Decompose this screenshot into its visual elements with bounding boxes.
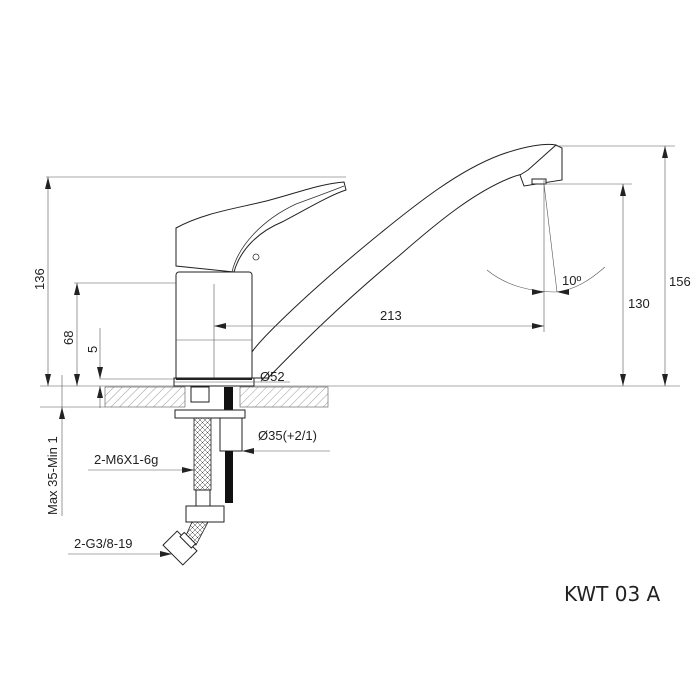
swivel-arc [486,266,606,293]
arrow-hose-thread [182,467,194,473]
arrow-156-bottom [662,374,668,386]
total-height-label: 156 [669,274,691,289]
hole-diameter-label: Ø35(+2/1) [258,428,317,443]
swivel-label: 10º [562,273,581,288]
swivel-arrow-left [532,289,544,295]
braided-hose [193,417,212,491]
arrow-136-bottom [45,374,51,386]
threaded-rod-lower [225,451,233,503]
arrow-5-top [97,367,103,379]
countertop-thickness-label: Max 35-Min 1 [45,436,60,515]
mounting-plate [174,409,246,419]
reach-arrow-right [532,323,544,329]
swivel-line [543,183,558,293]
connection-thread-label: 2-G3/8-19 [74,536,133,551]
arrow-connection-thread [160,551,172,557]
stud [190,386,210,403]
arrow-130-top [620,184,626,196]
arrow-hole [242,448,254,454]
arrow-5-bottom [97,386,103,398]
hose-thread-label: 2-M6X1-6g [94,452,158,467]
connection-fitting [162,530,198,566]
spout [251,143,561,379]
lever-contour [231,185,345,273]
arrow-136-top [45,177,51,189]
arrow-68-bottom [74,374,80,386]
swivel-arrow-right [557,289,569,295]
reach-arrow-left [214,323,226,329]
model-label: KWT 03 A [564,582,661,606]
hose-ferrule [195,489,211,507]
reach-label: 213 [380,308,402,323]
arrow-68-top [74,283,80,295]
arrow-130-bottom [620,374,626,386]
body-height-label: 68 [61,331,76,345]
arrow-156-top [662,146,668,158]
hose-nut [185,505,225,523]
base-diameter-label: Ø52 [260,369,285,384]
threaded-rod-upper [224,387,233,411]
arrow-thickness [59,407,65,419]
outlet-height-label: 130 [628,296,650,311]
base-band [176,378,252,380]
mounting-nut [219,417,243,452]
lever-height-label: 136 [32,268,47,290]
base-height-label: 5 [85,346,100,353]
lever-screw [252,253,260,261]
countertop-right [239,386,329,408]
aerator [531,178,547,185]
spout-tip [519,144,563,187]
countertop-left [104,386,186,408]
